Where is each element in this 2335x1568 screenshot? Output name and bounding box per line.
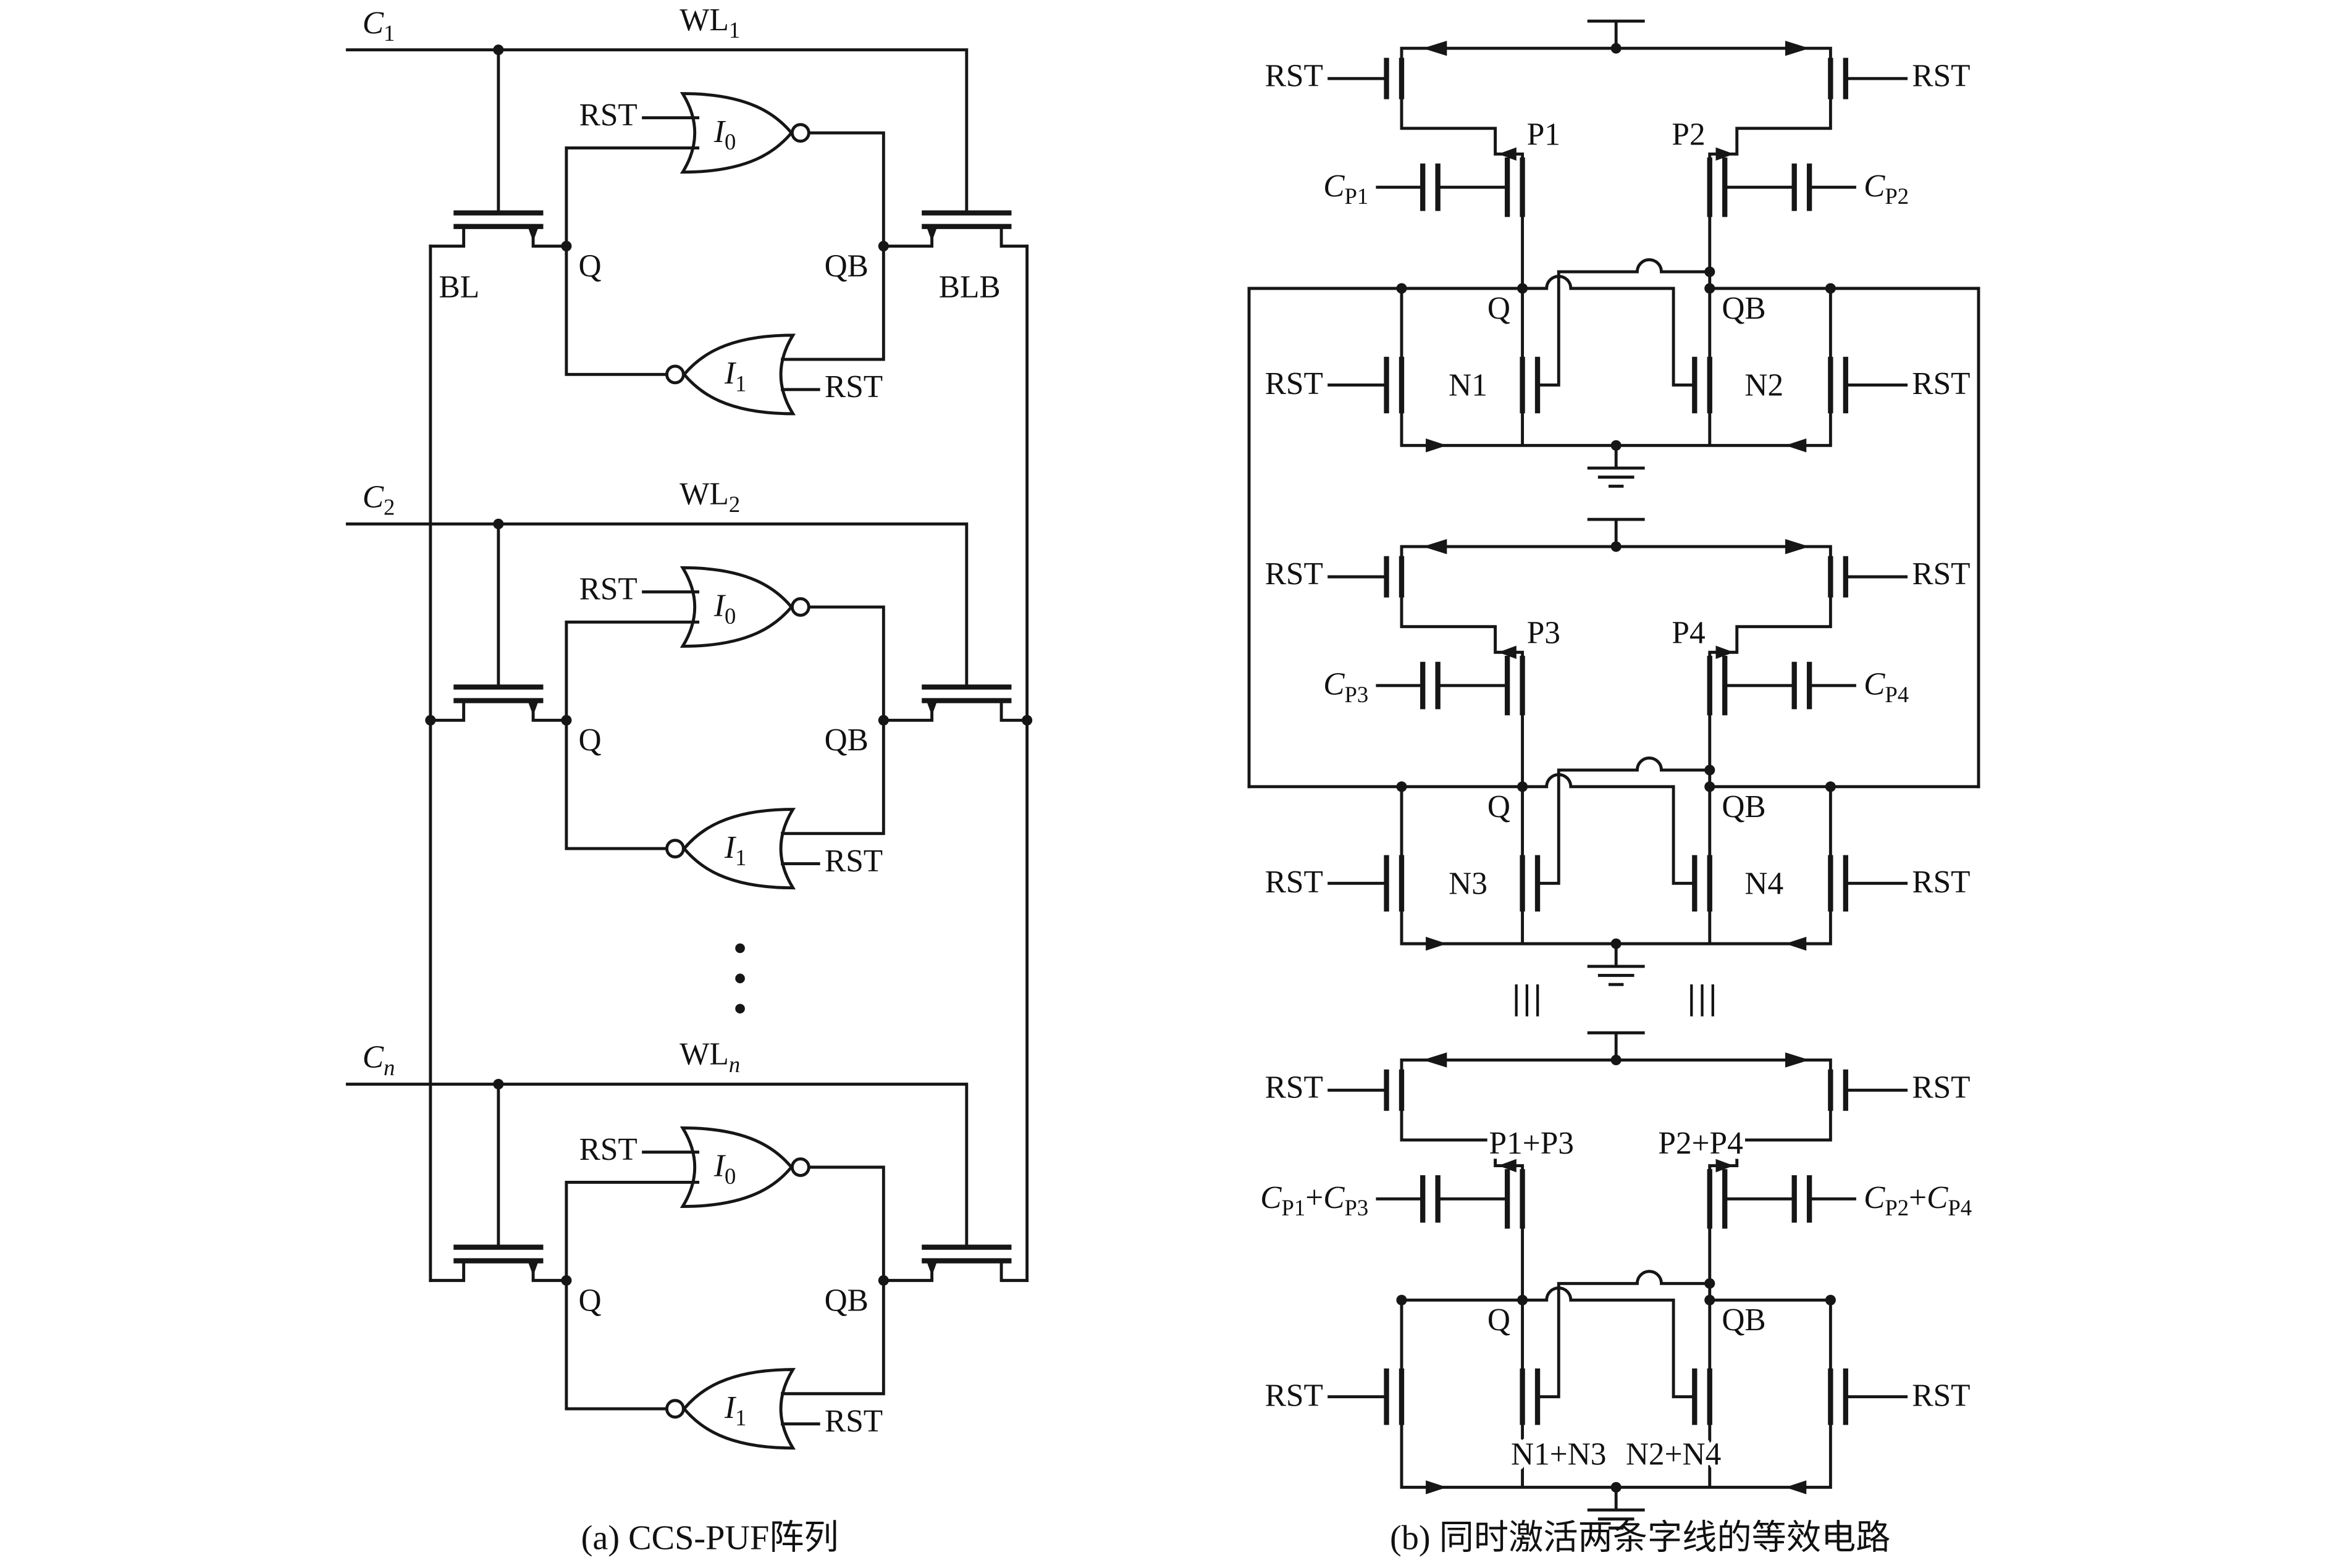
pmos-label: P2+P4: [1658, 1126, 1743, 1161]
rst-label: RST: [1265, 58, 1323, 93]
latch-block-3-labels: RST RST P1+P3 P2+P4 CP1+CP3 CP2+CP4 Q QB…: [1260, 1070, 1972, 1478]
capacitor-label: CP2: [1864, 169, 1909, 209]
rst-label: RST: [1265, 1070, 1323, 1105]
rst-label: RST: [1912, 556, 1970, 592]
qb-node-label: QB: [825, 248, 869, 283]
panel-a: C1 WL1 RST I0 Q QB BL BLB I1 RST C2 WL2 …: [347, 2, 1033, 1558]
wordline-label: WL2: [679, 477, 740, 517]
caption-a: (a) CCS-PUF阵列: [581, 1519, 839, 1558]
nor-gate-label: I0: [713, 114, 736, 154]
pmos-label: P4: [1672, 616, 1705, 651]
rst-label: RST: [1912, 58, 1970, 93]
coupling-rectangle-wires: [1247, 287, 1980, 789]
nor-gate-label: I1: [724, 1390, 746, 1430]
puf-cell-1-labels: C1 WL1 RST I0 Q QB BL BLB I1 RST: [363, 2, 1001, 405]
latch-block-2-labels: RST RST P3 P4 CP3 CP4 Q QB RST RST N3 N4: [1265, 556, 1971, 901]
column-cap-label: C2: [363, 480, 395, 520]
bitline-bar-label: BLB: [939, 270, 1001, 305]
rst-label: RST: [1912, 1070, 1970, 1105]
panel-b: ||| ||| RST RST P1 P2 CP1 CP2 Q QB RST R…: [1247, 21, 1980, 1558]
capacitor-label: CP4: [1864, 667, 1909, 707]
pmos-label: P1: [1527, 117, 1560, 153]
ellipsis-dot: [735, 943, 745, 954]
nmos-label: N1+N3: [1511, 1437, 1606, 1472]
q-node-label: Q: [1487, 1302, 1510, 1338]
rst-label: RST: [1912, 366, 1970, 401]
q-node-label: Q: [578, 1283, 601, 1318]
qb-node-label: QB: [1722, 1302, 1765, 1338]
pmos-label: P1+P3: [1489, 1126, 1574, 1161]
caption-b: (b) 同时激活两条字线的等效电路: [1390, 1519, 1890, 1558]
q-node-label: Q: [578, 248, 601, 283]
rst-label: RST: [825, 369, 883, 405]
nor-gate-label: I1: [724, 830, 746, 870]
qb-node-label: QB: [825, 723, 869, 758]
equivalence-mark-right: |||: [1686, 979, 1719, 1017]
wordline-label: WLn: [679, 1037, 740, 1077]
rst-label: RST: [1265, 366, 1323, 401]
rst-label: RST: [825, 844, 883, 879]
rst-label: RST: [1265, 556, 1323, 592]
capacitor-label: CP2+CP4: [1864, 1180, 1972, 1220]
rst-label: RST: [1265, 1378, 1323, 1413]
qb-node-label: QB: [1722, 789, 1765, 824]
rst-label: RST: [1912, 1378, 1970, 1413]
rst-label: RST: [1912, 865, 1970, 900]
bitline-wires: [429, 245, 1029, 1282]
nmos-label: N4: [1744, 866, 1783, 901]
wordline-label: WL1: [679, 2, 740, 43]
column-cap-label: C1: [363, 6, 395, 46]
coupling-extension-wires: [1247, 287, 1980, 789]
ellipsis-dot: [735, 1004, 745, 1014]
nmos-label: N2: [1744, 368, 1783, 403]
q-node-label: Q: [1487, 291, 1510, 326]
rst-label: RST: [1265, 865, 1323, 900]
nor-gate-label: I1: [724, 356, 746, 396]
block-1-ground: [1400, 409, 1832, 488]
nmos-label: N2+N4: [1626, 1437, 1721, 1472]
ellipsis-dot: [735, 973, 745, 984]
rst-label: RST: [579, 98, 637, 133]
block-2-ground: [1400, 907, 1832, 986]
equivalence-mark-left: |||: [1511, 979, 1543, 1017]
nmos-label: N1: [1449, 368, 1487, 403]
capacitor-label: CP3: [1323, 667, 1368, 707]
puf-cell-2-labels: C2 WL2 RST I0 Q QB I1 RST: [363, 477, 883, 879]
pmos-label: P2: [1672, 117, 1705, 153]
puf-cell-n-labels: Cn WLn RST I0 Q QB I1 RST: [363, 1037, 883, 1439]
block-3-ground: [1400, 1420, 1832, 1530]
capacitor-label: CP1+CP3: [1260, 1180, 1368, 1220]
nmos-label: N3: [1449, 866, 1487, 901]
rst-label: RST: [825, 1404, 883, 1439]
qb-node-label: QB: [1722, 291, 1765, 326]
pmos-label: P3: [1527, 616, 1560, 651]
rst-label: RST: [579, 572, 637, 607]
q-node-label: Q: [1487, 789, 1510, 824]
nor-gate-label: I0: [713, 1149, 736, 1189]
qb-node-label: QB: [825, 1283, 869, 1318]
column-cap-label: Cn: [363, 1040, 395, 1080]
rst-label: RST: [579, 1132, 637, 1167]
nor-gate-label: I0: [713, 589, 736, 629]
q-node-label: Q: [578, 723, 601, 758]
bitline-label: BL: [439, 270, 479, 305]
latch-block-1-labels: RST RST P1 P2 CP1 CP2 Q QB RST RST N1 N2: [1265, 58, 1971, 403]
capacitor-label: CP1: [1323, 169, 1368, 209]
